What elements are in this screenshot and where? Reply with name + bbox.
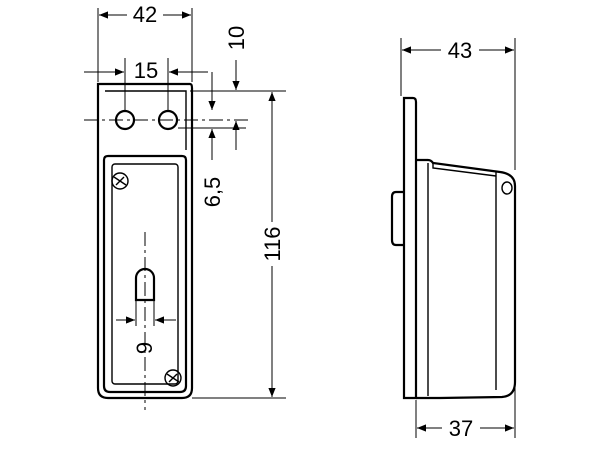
front-view <box>96 82 194 410</box>
side-fastener <box>501 181 513 195</box>
label-top-offset: 10 <box>224 26 249 50</box>
mount-tab <box>105 90 187 150</box>
label-body-depth: 37 <box>449 416 473 441</box>
bulb-slot <box>134 267 156 302</box>
plate-knob <box>390 190 404 247</box>
label-side-depth: 43 <box>448 38 472 63</box>
front-outline <box>96 82 194 400</box>
mount-plate <box>402 96 418 400</box>
dim-side-depth: 43 <box>400 37 516 170</box>
dim-hole-offset: 6,5 <box>200 72 225 207</box>
dim-top-offset: 10 <box>224 26 249 150</box>
label-hole-offset: 6,5 <box>200 177 225 208</box>
label-hole-spacing: 15 <box>134 58 158 83</box>
dim-total-height: 116 <box>260 92 285 397</box>
dim-hole-spacing: 15 <box>84 58 208 112</box>
lens-frame <box>102 154 188 394</box>
dim-front-width: 42 <box>97 2 193 82</box>
dim-body-depth: 37 <box>415 384 516 441</box>
label-slot-width: 9 <box>132 342 157 354</box>
side-body <box>416 158 517 400</box>
screw-bottom-icon <box>164 369 182 387</box>
side-rim <box>432 163 497 177</box>
side-view <box>390 96 517 400</box>
dim-slot-width: 9 <box>116 300 176 354</box>
label-front-width: 42 <box>133 2 157 27</box>
label-total-height: 116 <box>260 226 285 261</box>
screw-top-icon <box>111 172 129 190</box>
